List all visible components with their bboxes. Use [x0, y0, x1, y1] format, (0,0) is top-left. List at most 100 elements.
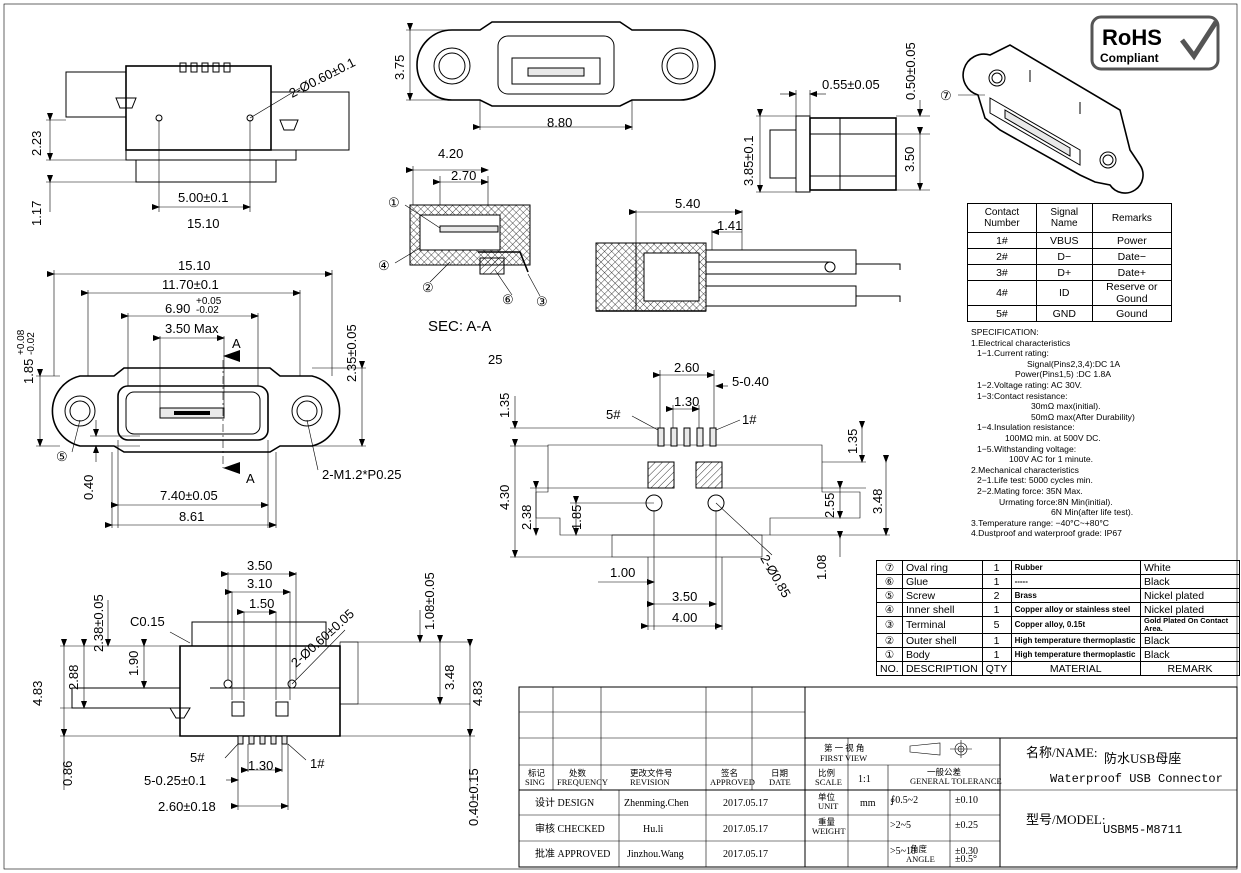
dim-bv-6: 1.08±0.05 [422, 572, 437, 630]
bom-material: High temperature thermoplastic [1010, 647, 1142, 662]
bom-description: Body [901, 647, 983, 662]
remark: Reserve or Gound [1091, 280, 1173, 306]
dim-side-2: 3.85±0.1 [741, 135, 756, 186]
col-cn-4: 日期 [771, 768, 788, 778]
dim-bv-15: 0.86 [60, 761, 75, 786]
spec-line: 2.Mechanical characteristics [971, 464, 1079, 475]
header-no: NO. [876, 661, 903, 676]
tol-range-1: >2~5 [890, 820, 911, 831]
dim-top-2: 1.17 [29, 201, 44, 226]
bom-no: ⑦ [876, 560, 903, 575]
dim-plan-1: 11.70±0.1 [162, 277, 219, 292]
table-row: 5# GND Gound [967, 305, 1173, 322]
bom-qty: 1 [981, 633, 1012, 648]
projection-en: FIRST VIEW [820, 753, 867, 763]
angle-en: ANGLE [906, 854, 935, 864]
dim-fp-14: 1.08 [814, 555, 829, 580]
dim-bv-11: 4.83 [470, 681, 485, 706]
dim-fp-3: 5# [606, 407, 621, 422]
bom-no: ① [876, 647, 903, 662]
table-row: 4# ID Reserve or Gound [967, 280, 1173, 306]
callout-sec-2: ② [422, 280, 434, 295]
signal-name: D− [1035, 248, 1093, 265]
dim-bv-5: 2.38±0.05 [91, 594, 106, 652]
dim-plan-4: -0.02 [196, 305, 219, 316]
dim-fp-1: 5-0.40 [732, 374, 769, 389]
dim-ss-1: 1.41 [717, 218, 742, 233]
col-en-2: REVISION [630, 777, 670, 787]
bom-description: Outer shell [901, 633, 983, 648]
unit-cn: 单位 [818, 792, 836, 802]
tol-range-2: >5~10 [890, 846, 916, 857]
specification-text: SPECIFICATION: 1.Electrical characterist… [971, 327, 1201, 539]
spec-line: 6N Min(after life test). [1051, 507, 1134, 518]
dim-plan-16: 8.61 [179, 509, 204, 524]
signoff-name-0: Zhenming.Chen [624, 798, 689, 809]
dim-top-3: 5.00±0.1 [178, 190, 229, 205]
bom-material: Copper alloy, 0.15t [1010, 616, 1142, 634]
dim-top-1: 2.23 [29, 131, 44, 156]
table-row: 1# VBUS Power [967, 232, 1173, 249]
projection-symbol-icon [909, 740, 972, 758]
bom-description: Oval ring [901, 560, 983, 575]
remark: Gound [1091, 305, 1173, 322]
sheet-frame [3, 3, 1238, 870]
weight-en: WEIGHT [812, 826, 846, 836]
front-view: 3.75 8.80 [392, 21, 716, 130]
bom-remark: Black [1140, 647, 1240, 662]
spec-line: 2−1.Life test: 5000 cycles min. [977, 475, 1093, 486]
bom-no: ④ [876, 602, 903, 617]
dim-fp-10: 2.55 [822, 493, 837, 518]
checkmark-icon [1180, 20, 1219, 61]
tolerance-cn: 一般公差 [927, 767, 961, 777]
signoff-date-0: 2017.05.17 [723, 798, 768, 809]
dim-side-1: 0.50±0.05 [903, 42, 918, 100]
name-label: 名称/NAME: [1026, 745, 1098, 760]
table-row: ① Body 1 High temperature thermoplastic … [876, 647, 1240, 662]
table-row: ⑦ Oval ring 1 Rubber White [876, 560, 1240, 575]
spec-line: 3.Temperature range: −40°C~+80°C [971, 517, 1110, 528]
dim-bv-0: 3.50 [247, 558, 272, 573]
side-section: 5.40 1.41 [595, 196, 901, 312]
section-label: SEC: A-A [428, 318, 491, 335]
dim-bv-12: 5# [190, 750, 205, 765]
header-description: DESCRIPTION [901, 661, 983, 676]
model-label: 型号/MODEL: [1026, 812, 1105, 827]
header-material: MATERIAL [1010, 661, 1142, 676]
spec-line: 100MΩ min. at 500V DC. [1005, 432, 1101, 443]
col-en-0: SING [525, 777, 545, 787]
bom-material: ----- [1010, 574, 1142, 589]
spec-line: Urmating force:8N Min(initial). [999, 496, 1113, 507]
spec-line: 1−1.Current rating: [977, 348, 1049, 359]
contact-table: Contact Number Signal Name Remarks 1# VB… [967, 203, 1173, 322]
dim-bv-13: 1# [310, 756, 325, 771]
dim-fp-4: 1# [742, 412, 757, 427]
unit-value: mm [860, 798, 876, 809]
table-row: 3# D+ Date+ [967, 264, 1173, 281]
remark: Date+ [1091, 264, 1173, 281]
spec-line: 30mΩ max(initial). [1031, 401, 1101, 412]
contact-number: 2# [967, 248, 1037, 265]
bom-no: ⑥ [876, 574, 903, 589]
dim-bv-16: 5-0.25±0.1 [144, 773, 206, 788]
dim-plan-7: A [246, 471, 255, 486]
bom-remark: Black [1140, 633, 1240, 648]
table-row: ④ Inner shell 1 Copper alloy or stainles… [876, 602, 1240, 617]
bom-material: Copper alloy or stainless steel [1010, 602, 1142, 617]
bom-qty: 1 [981, 647, 1012, 662]
bom-description: Terminal [901, 616, 983, 634]
model-value: USBM5-M8711 [1103, 823, 1182, 837]
remark: Date− [1091, 248, 1173, 265]
bom-qty: 1 [981, 602, 1012, 617]
spec-line: 50mΩ max(After Durability) [1031, 411, 1135, 422]
signoff-date-1: 2017.05.17 [723, 824, 768, 835]
contact-number: 4# [967, 280, 1037, 306]
projection-cn: 第 一 视 角 [824, 743, 864, 753]
weight-cn: 重量 [818, 817, 836, 827]
signoff-role-2: 批准 APPROVED [535, 847, 610, 860]
table-row: ③ Terminal 5 Copper alloy, 0.15t Gold Pl… [876, 616, 1240, 634]
tolerance-en: GENERAL TOLERANCE [910, 776, 1002, 786]
bottom-view: 3.50 3.10 1.50 2-Ø0.60±0.05 C0.15 2.38±0… [30, 558, 485, 826]
callout-7: ⑦ [940, 88, 952, 103]
spec-line: 1−5.Withstanding voltage: [977, 443, 1077, 454]
